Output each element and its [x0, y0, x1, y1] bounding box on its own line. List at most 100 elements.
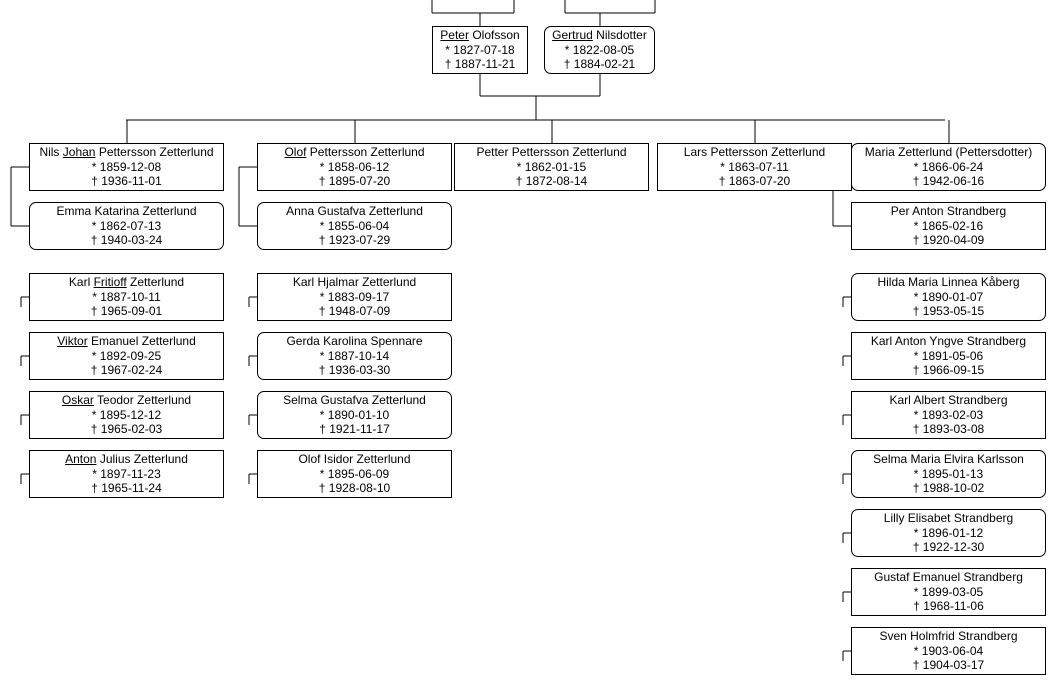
person-name: Petter Pettersson Zetterlund: [455, 145, 648, 160]
person-name: Peter Olofsson: [433, 28, 527, 43]
death-date: † 1953-05-15: [912, 304, 985, 318]
person-name: Anton Julius Zetterlund: [30, 452, 223, 467]
given-name: Gertrud: [552, 28, 593, 42]
death-date: † 1942-06-16: [912, 174, 985, 188]
name-text: Anna Gustafva Zetterlund: [286, 204, 423, 218]
birth-date: * 1863-07-11: [720, 159, 789, 174]
birth-date: * 1896-01-12: [913, 525, 984, 540]
grandchild-box[interactable]: Viktor Emanuel Zetterlund* 1892-09-25† 1…: [29, 332, 224, 380]
child-box[interactable]: Nils Johan Pettersson Zetterlund* 1859-1…: [29, 143, 224, 191]
parent-box[interactable]: Gertrud Nilsdotter* 1822-08-05† 1884-02-…: [544, 26, 655, 74]
grandchild-box[interactable]: Gerda Karolina Spennare* 1887-10-14† 193…: [257, 332, 452, 380]
name-text: Per Anton Strandberg: [890, 204, 1007, 218]
death-date: † 1922-12-30: [912, 540, 985, 554]
grandchild-box[interactable]: Selma Maria Elvira Karlsson* 1895-01-13†…: [851, 450, 1046, 498]
grandchild-box[interactable]: Olof Isidor Zetterlund* 1895-06-09† 1928…: [257, 450, 452, 498]
grandchild-box[interactable]: Karl Anton Yngve Strandberg* 1891-05-06†…: [851, 332, 1046, 380]
death-date: † 1940-03-24: [90, 233, 163, 247]
death-date: † 1872-08-14: [515, 174, 588, 188]
name-text: Emma Katarina Zetterlund: [56, 204, 197, 218]
child-box[interactable]: Petter Pettersson Zetterlund* 1862-01-15…: [454, 143, 649, 191]
name-text: Karl Hjalmar Zetterlund: [292, 275, 417, 289]
birth-date: * 1899-03-05: [913, 584, 984, 599]
death-date: † 1884-02-21: [563, 57, 636, 71]
death-date: † 1965-02-03: [90, 422, 163, 436]
death-date: † 1967-02-24: [90, 363, 163, 377]
birth-date: * 1862-07-13: [91, 218, 162, 233]
birth-date: * 1897-11-23: [92, 466, 161, 481]
given-name: Oskar: [61, 393, 94, 407]
name-text: Teodor Zetterlund: [93, 393, 192, 407]
person-name: Lilly Elisabet Strandberg: [852, 511, 1045, 526]
grandchild-box[interactable]: Gustaf Emanuel Strandberg* 1899-03-05† 1…: [851, 568, 1046, 616]
name-text: Karl: [68, 275, 94, 289]
name-text: Emanuel Zetterlund: [87, 334, 196, 348]
name-text: Sven Holmfrid Strandberg: [879, 629, 1018, 643]
name-text: Nilsdotter: [592, 28, 647, 42]
grandchild-box[interactable]: Lilly Elisabet Strandberg* 1896-01-12† 1…: [851, 509, 1046, 557]
spouse-box[interactable]: Anna Gustafva Zetterlund* 1855-06-04† 19…: [257, 202, 452, 250]
grandchild-box[interactable]: Karl Hjalmar Zetterlund* 1883-09-17† 194…: [257, 273, 452, 321]
death-date: † 1988-10-02: [912, 481, 985, 495]
person-name: Gerda Karolina Spennare: [258, 334, 451, 349]
given-name: Peter: [440, 28, 469, 42]
birth-date: * 1887-10-11: [92, 289, 161, 304]
birth-date: * 1859-12-08: [91, 159, 162, 174]
birth-date: * 1866-06-24: [913, 159, 984, 174]
birth-date: * 1895-06-09: [319, 466, 390, 481]
birth-date: * 1883-09-17: [319, 289, 390, 304]
given-name: Viktor: [57, 334, 88, 348]
name-text: Selma Maria Elvira Karlsson: [873, 452, 1024, 466]
child-box[interactable]: Lars Pettersson Zetterlund* 1863-07-11† …: [657, 143, 852, 191]
name-text: Pettersson Zetterlund: [306, 145, 425, 159]
spouse-box[interactable]: Per Anton Strandberg* 1865-02-16† 1920-0…: [851, 202, 1046, 250]
grandchild-box[interactable]: Hilda Maria Linnea Kåberg* 1890-01-07† 1…: [851, 273, 1046, 321]
name-text: Maria Zetterlund (Pettersdotter): [864, 145, 1033, 159]
death-date: † 1921-11-17: [319, 422, 390, 436]
person-name: Karl Anton Yngve Strandberg: [852, 334, 1045, 349]
birth-date: * 1887-10-14: [319, 348, 390, 363]
birth-date: * 1858-06-12: [319, 159, 390, 174]
death-date: † 1965-09-01: [90, 304, 163, 318]
parent-box[interactable]: Peter Olofsson* 1827-07-18† 1887-11-21: [432, 26, 528, 74]
grandchild-box[interactable]: Selma Gustafva Zetterlund* 1890-01-10† 1…: [257, 391, 452, 439]
birth-date: * 1855-06-04: [319, 218, 390, 233]
death-date: † 1966-09-15: [912, 363, 985, 377]
person-name: Selma Gustafva Zetterlund: [258, 393, 451, 408]
grandchild-box[interactable]: Sven Holmfrid Strandberg* 1903-06-04† 19…: [851, 627, 1046, 675]
grandchild-box[interactable]: Karl Fritioff Zetterlund* 1887-10-11† 19…: [29, 273, 224, 321]
person-name: Olof Pettersson Zetterlund: [258, 145, 451, 160]
birth-date: * 1890-01-10: [319, 407, 390, 422]
grandchild-box[interactable]: Oskar Teodor Zetterlund* 1895-12-12† 196…: [29, 391, 224, 439]
given-name: Olof: [284, 145, 307, 159]
name-text: Olof Isidor Zetterlund: [298, 452, 411, 466]
spouse-box[interactable]: Emma Katarina Zetterlund* 1862-07-13† 19…: [29, 202, 224, 250]
person-name: Karl Hjalmar Zetterlund: [258, 275, 451, 290]
person-name: Viktor Emanuel Zetterlund: [30, 334, 223, 349]
given-name: Anton: [65, 452, 97, 466]
birth-date: * 1903-06-04: [913, 643, 984, 658]
name-text: Nils: [39, 145, 63, 159]
given-name: Johan: [62, 145, 96, 159]
birth-date: * 1890-01-07: [913, 289, 984, 304]
person-name: Gertrud Nilsdotter: [545, 28, 654, 43]
birth-date: * 1892-09-25: [91, 348, 162, 363]
death-date: † 1936-03-30: [318, 363, 391, 377]
name-text: Petter Pettersson Zetterlund: [476, 145, 627, 159]
grandchild-box[interactable]: Anton Julius Zetterlund* 1897-11-23† 196…: [29, 450, 224, 498]
person-name: Olof Isidor Zetterlund: [258, 452, 451, 467]
child-box[interactable]: Maria Zetterlund (Pettersdotter)* 1866-0…: [851, 143, 1046, 191]
child-box[interactable]: Olof Pettersson Zetterlund* 1858-06-12† …: [257, 143, 452, 191]
birth-date: * 1893-02-03: [913, 407, 984, 422]
person-name: Nils Johan Pettersson Zetterlund: [30, 145, 223, 160]
death-date: † 1893-03-08: [912, 422, 985, 436]
death-date: † 1887-11-21: [444, 57, 516, 71]
birth-date: * 1822-08-05: [564, 42, 635, 57]
name-text: Pettersson Zetterlund: [95, 145, 214, 159]
grandchild-box[interactable]: Karl Albert Strandberg* 1893-02-03† 1893…: [851, 391, 1046, 439]
death-date: † 1965-11-24: [91, 481, 162, 495]
name-text: Julius Zetterlund: [96, 452, 188, 466]
person-name: Hilda Maria Linnea Kåberg: [852, 275, 1045, 290]
person-name: Maria Zetterlund (Pettersdotter): [852, 145, 1045, 160]
